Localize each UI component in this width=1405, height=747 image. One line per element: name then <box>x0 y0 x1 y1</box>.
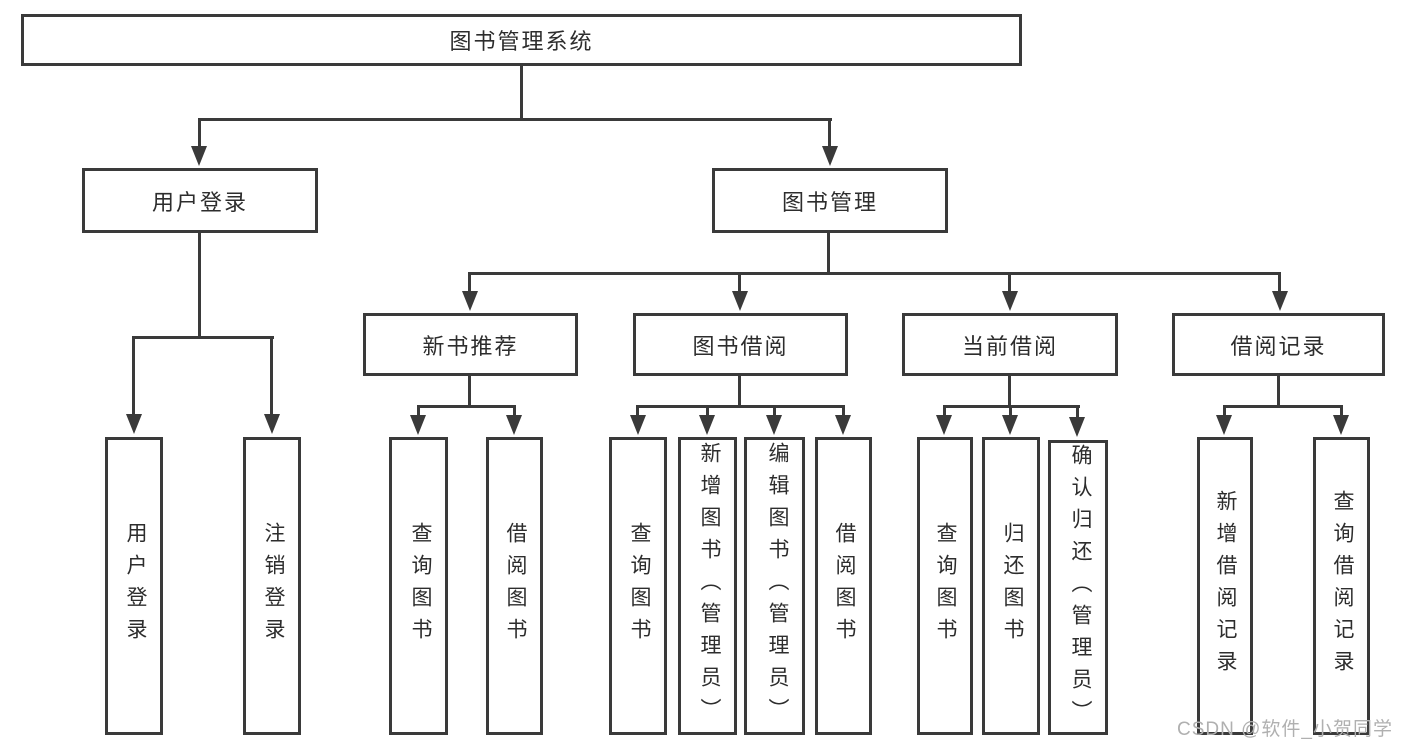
connector-nbr-bar <box>417 405 516 408</box>
node-book-management: 图书管理 <box>712 168 948 233</box>
arrow-shaft <box>198 118 201 150</box>
leaf-cb-confirm-return-admin: 确认归还（管理员） <box>1048 440 1108 735</box>
arrowhead-down <box>1333 415 1349 435</box>
csdn-watermark: CSDN @软件_小贺同学 <box>1177 719 1393 740</box>
connector-user-login-bar <box>132 336 274 339</box>
leaf-nbr-borrow-books: 借阅图书 <box>486 437 543 735</box>
connector-bb-stem <box>738 374 741 408</box>
node-user-login: 用户登录 <box>82 168 318 233</box>
connector-nbr-stem <box>468 374 471 408</box>
arrow-shaft <box>943 405 946 419</box>
arrowhead-down <box>1272 291 1288 311</box>
arrow-shaft <box>513 405 516 419</box>
arrowhead-down <box>1216 415 1232 435</box>
arrow-shaft <box>1340 405 1343 419</box>
leaf-bb-query-books: 查询图书 <box>609 437 667 735</box>
node-book-borrowing: 图书借阅 <box>633 313 848 376</box>
connector-user-login-stem <box>198 231 201 339</box>
connector-bb-bar <box>636 405 845 408</box>
connector-book-management-stem <box>827 231 830 275</box>
connector-root-stem <box>520 66 523 121</box>
leaf-logout: 注销登录 <box>243 437 301 735</box>
node-new-book-recommendation: 新书推荐 <box>363 313 578 376</box>
arrow-shaft <box>417 405 420 419</box>
arrow-shaft <box>1076 405 1079 419</box>
arrowhead-down <box>462 291 478 311</box>
node-borrowing-records: 借阅记录 <box>1172 313 1385 376</box>
arrow-shaft <box>1009 405 1012 419</box>
arrowhead-down <box>264 414 280 434</box>
arrowhead-down <box>630 415 646 435</box>
arrow-shaft <box>738 272 741 296</box>
arrowhead-down <box>699 415 715 435</box>
leaf-bb-borrow-books: 借阅图书 <box>815 437 872 735</box>
connector-level2-bar <box>198 118 832 121</box>
arrow-shaft <box>270 336 273 418</box>
connector-level3-bar <box>468 272 1281 275</box>
arrow-shaft <box>636 405 639 419</box>
arrow-shaft <box>468 272 471 296</box>
leaf-cb-return-book: 归还图书 <box>982 437 1040 735</box>
arrowhead-down <box>1002 291 1018 311</box>
leaf-nbr-query-books: 查询图书 <box>389 437 448 735</box>
arrowhead-down <box>766 415 782 435</box>
arrow-shaft <box>706 405 709 419</box>
arrowhead-down <box>126 414 142 434</box>
leaf-user-login: 用户登录 <box>105 437 163 735</box>
arrowhead-down <box>835 415 851 435</box>
arrow-shaft <box>773 405 776 419</box>
leaf-br-add-borrow-record: 新增借阅记录 <box>1197 437 1253 735</box>
arrowhead-down <box>1069 417 1085 437</box>
arrow-shaft <box>842 405 845 419</box>
arrow-shaft <box>1278 272 1281 296</box>
arrow-shaft <box>828 118 831 150</box>
arrow-shaft <box>1223 405 1226 419</box>
node-library-management-system: 图书管理系统 <box>21 14 1022 66</box>
node-current-borrowing: 当前借阅 <box>902 313 1118 376</box>
leaf-cb-query-books: 查询图书 <box>917 437 973 735</box>
arrowhead-down <box>822 146 838 166</box>
leaf-bb-edit-book-admin: 编辑图书（管理员） <box>744 437 805 735</box>
arrow-shaft <box>1008 272 1011 296</box>
arrow-shaft <box>132 336 135 418</box>
arrowhead-down <box>732 291 748 311</box>
connector-br-bar <box>1223 405 1343 408</box>
arrowhead-down <box>410 415 426 435</box>
arrowhead-down <box>936 415 952 435</box>
leaf-br-query-borrow-record: 查询借阅记录 <box>1313 437 1370 735</box>
connector-cb-stem <box>1008 374 1011 408</box>
connector-br-stem <box>1277 374 1280 408</box>
arrowhead-down <box>191 146 207 166</box>
leaf-bb-add-book-admin: 新增图书（管理员） <box>678 437 737 735</box>
arrowhead-down <box>1002 415 1018 435</box>
arrowhead-down <box>506 415 522 435</box>
